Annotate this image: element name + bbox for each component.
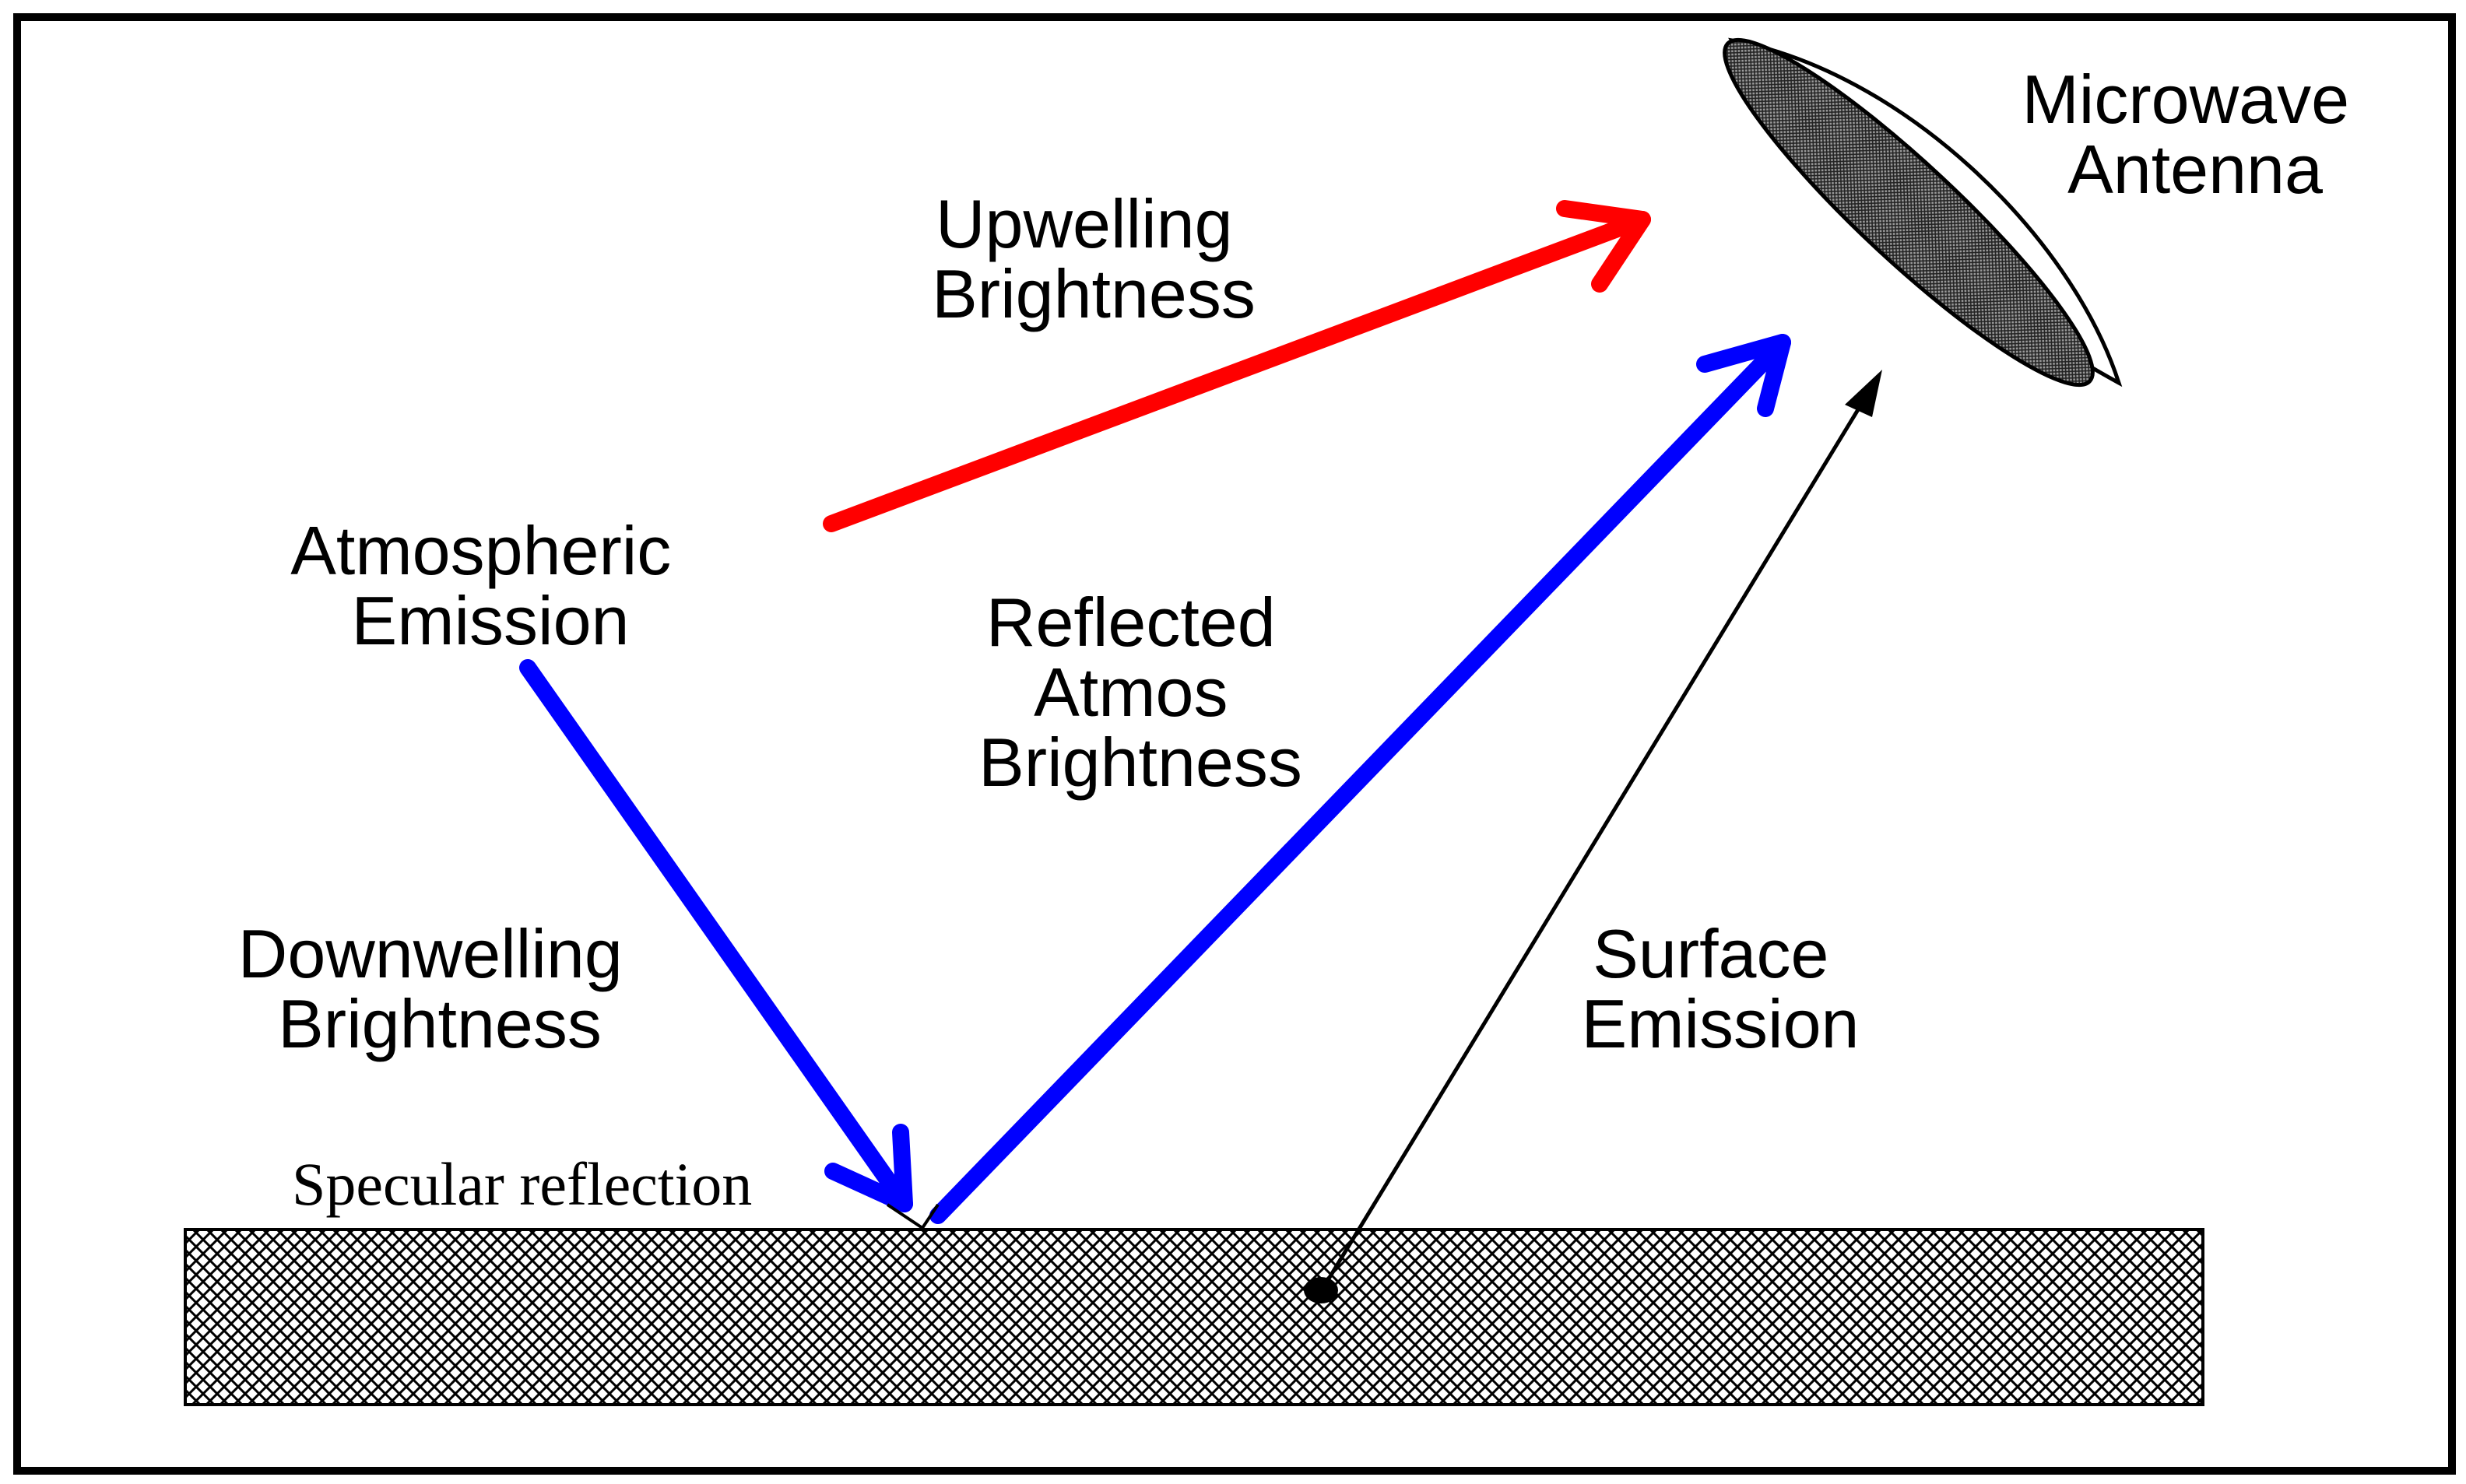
atmospheric-emission-label: Atmospheric Emission	[290, 512, 690, 659]
surface-emission-label: Surface Emission	[1582, 915, 1860, 1062]
specular-reflection-label: Specular reflection	[292, 1150, 752, 1218]
specular-reflection-arrowhead	[886, 1203, 940, 1230]
downwelling-brightness-arrow	[519, 659, 913, 1212]
upwelling-brightness-label: Upwelling Brightness	[932, 185, 1256, 332]
microwave-dish-icon	[1723, 37, 2123, 388]
upwelling-brightness-arrow	[823, 200, 1651, 532]
microwave-antenna-label: Microwave Antenna	[2022, 61, 2369, 208]
reflected-atmos-brightness-label: Reflected Atmos Brightness	[978, 584, 1302, 801]
surface-ground	[184, 1228, 2204, 1406]
downwelling-brightness-label: Downwelling Brightness	[238, 915, 641, 1062]
reflected-atmos-brightness-arrow	[929, 334, 1791, 1224]
surface-emission-arrow	[1319, 370, 1882, 1292]
diagram-frame	[13, 13, 2456, 1475]
surface-point-icon	[1304, 1277, 1338, 1303]
